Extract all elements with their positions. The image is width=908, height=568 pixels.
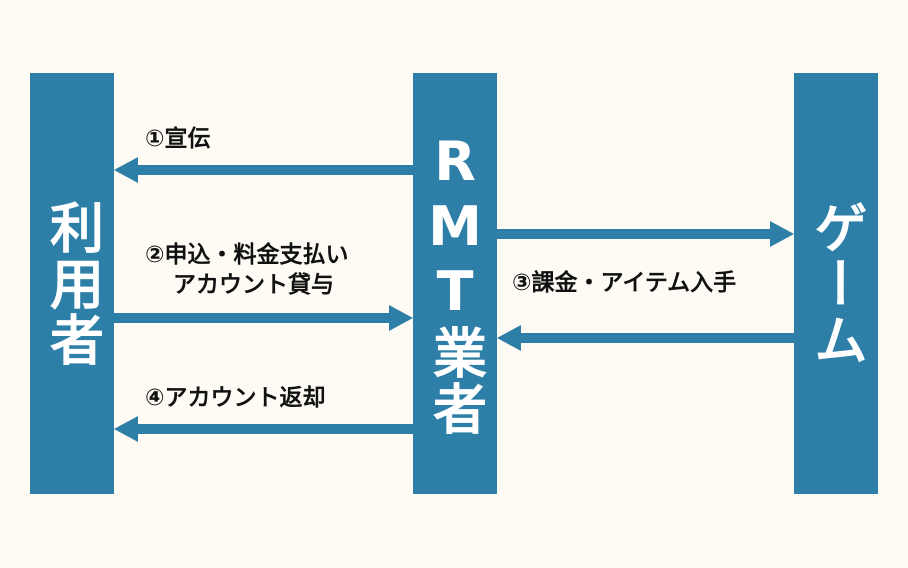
arrow-rmt-to-game <box>497 221 794 247</box>
game-label: ゲーム <box>804 199 868 368</box>
user-label: 利用者 <box>40 199 104 368</box>
game-box: ゲーム <box>794 73 878 494</box>
step-2-line-1: ②申込・料金支払い <box>145 242 349 268</box>
rmt-vendor-label: RMT業者 <box>423 130 487 437</box>
step-2-label: ②申込・料金支払い アカウント貸与 <box>145 240 390 300</box>
arrow-advertise <box>114 157 413 183</box>
step-1-label: ①宣伝 <box>145 126 211 152</box>
arrow-game-to-rmt <box>497 325 794 351</box>
step-4-label: ④アカウント返却 <box>145 385 326 411</box>
user-box: 利用者 <box>30 73 114 494</box>
rmt-vendor-box: RMT業者 <box>413 73 497 494</box>
step-3-label: ③課金・アイテム入手 <box>512 270 737 296</box>
step-2-line-2: アカウント貸与 <box>173 272 334 298</box>
arrow-apply-pay <box>114 305 413 331</box>
arrow-return-account <box>114 416 413 442</box>
